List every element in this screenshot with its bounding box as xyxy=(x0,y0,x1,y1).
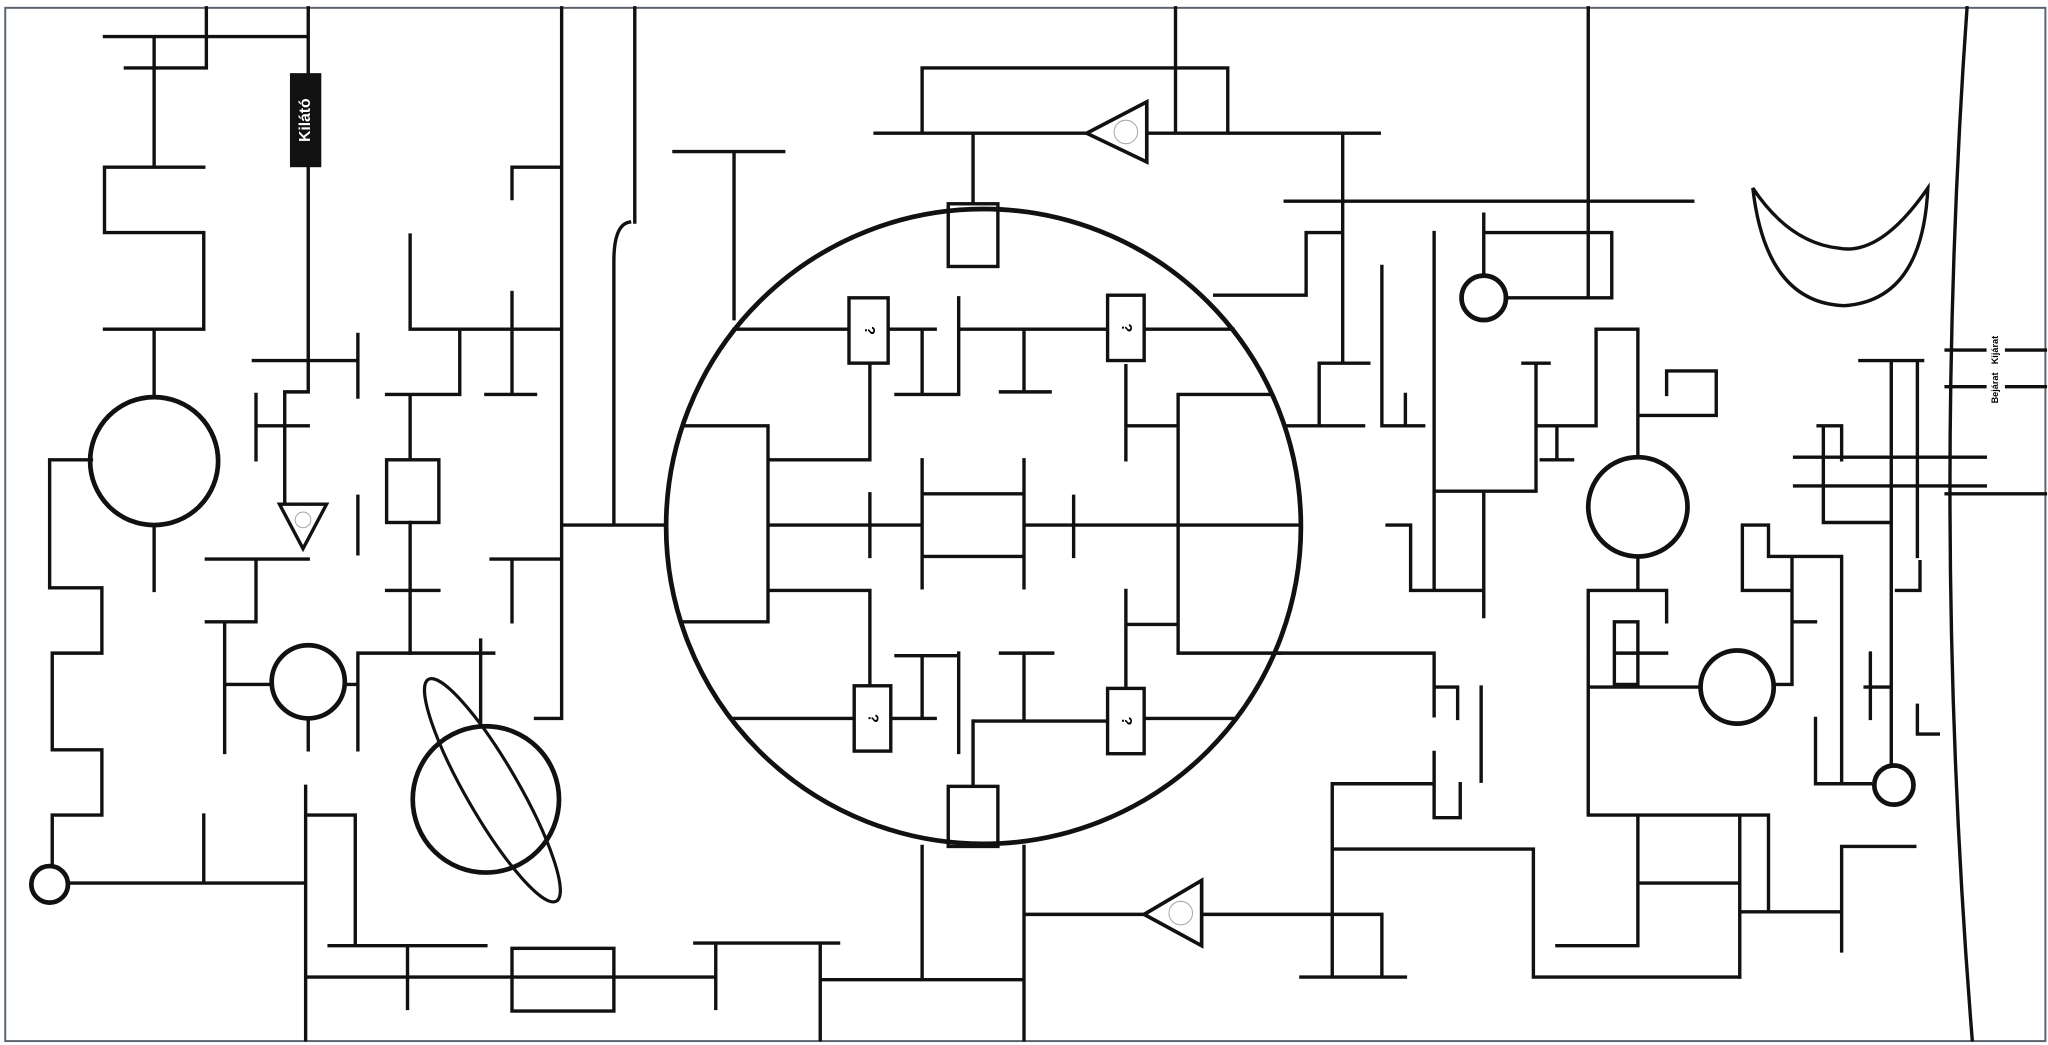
flower-icon xyxy=(1113,119,1139,145)
room-circle xyxy=(87,394,221,528)
maze-walls xyxy=(47,6,2048,1042)
central-arena-circle xyxy=(663,206,1304,847)
room-circle xyxy=(1585,454,1690,559)
svg-text:Kilátó: Kilátó xyxy=(297,98,314,142)
room-circle xyxy=(1871,763,1916,808)
planet-icon xyxy=(410,677,562,904)
triangle-marker-left-top xyxy=(1082,98,1149,165)
room-circle xyxy=(269,642,348,721)
svg-text:?: ? xyxy=(1118,717,1134,726)
mystery-box: ? xyxy=(1105,686,1146,756)
triangle-marker-left-bottom xyxy=(1140,877,1204,949)
room-circle xyxy=(1459,273,1509,323)
room-circle xyxy=(1698,648,1777,727)
svg-text:?: ? xyxy=(1118,323,1134,332)
svg-text:Kijárat: Kijárat xyxy=(1990,336,2000,364)
mystery-box: ? xyxy=(1105,293,1146,363)
moon-icon xyxy=(1751,182,1930,308)
mystery-box: ? xyxy=(852,684,893,753)
flower-icon xyxy=(294,511,312,529)
start-node-circle xyxy=(28,863,71,905)
triangle-marker-down xyxy=(276,502,330,553)
svg-text:?: ? xyxy=(865,714,881,723)
round-rooms xyxy=(28,273,1916,905)
svg-text:Bejárat: Bejárat xyxy=(1990,372,2000,403)
entrance-sign: Bejárat xyxy=(1986,368,2005,408)
mystery-box: ? xyxy=(847,296,890,365)
lookout-sign: Kilátó xyxy=(289,73,322,168)
exit-sign: Kijárat xyxy=(1986,326,2005,374)
flower-icon xyxy=(1168,900,1194,926)
svg-text:?: ? xyxy=(861,326,877,335)
